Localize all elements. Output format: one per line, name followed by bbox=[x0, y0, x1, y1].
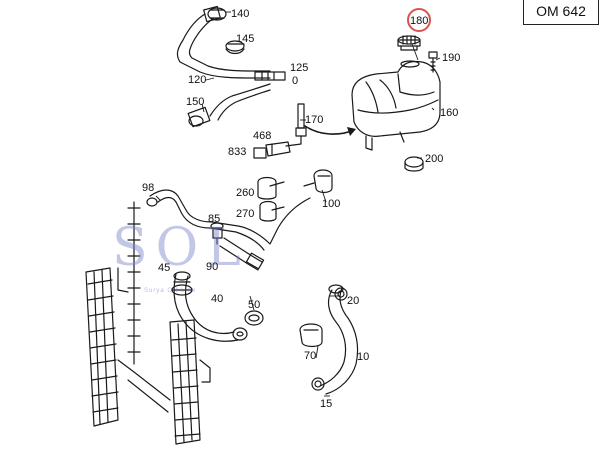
callout-100: 100 bbox=[322, 198, 341, 210]
callout-170: 170 bbox=[305, 114, 324, 126]
sensor-170 bbox=[285, 103, 307, 147]
ring-15 bbox=[311, 377, 325, 391]
hose-150 bbox=[187, 83, 271, 128]
connector-125 bbox=[254, 71, 286, 81]
clamp-270 bbox=[259, 200, 285, 222]
callout-20: 20 bbox=[347, 295, 360, 307]
callout-145: 145 bbox=[236, 33, 255, 45]
expansion-tank-160 bbox=[351, 60, 441, 151]
leader-lines bbox=[155, 11, 441, 397]
watermark-tagline: Surya Off Line bbox=[144, 288, 197, 294]
ring-20 bbox=[334, 287, 348, 301]
callout-190: 190 bbox=[442, 52, 461, 64]
clamp-45 bbox=[171, 284, 193, 296]
callout-150: 150 bbox=[186, 96, 205, 108]
clamp-260 bbox=[257, 176, 285, 200]
callout-85: 85 bbox=[208, 213, 221, 225]
callout-260: 260 bbox=[236, 187, 255, 199]
callout-180: 180 bbox=[410, 15, 429, 27]
radiator bbox=[85, 201, 211, 445]
callout-833: 833 bbox=[228, 146, 247, 158]
callout-10: 10 bbox=[357, 351, 370, 363]
cap-180 bbox=[397, 35, 421, 51]
watermark-logo: SOL Surya Off Line bbox=[112, 218, 244, 298]
fitting-85 bbox=[210, 222, 224, 245]
callout-270: 270 bbox=[236, 208, 255, 220]
bolt-190 bbox=[428, 51, 438, 73]
highlight-ring-180 bbox=[407, 8, 431, 32]
ring-50 bbox=[244, 310, 264, 326]
tube-98 bbox=[146, 189, 311, 251]
callout-98: 98 bbox=[142, 182, 155, 194]
callout-50: 50 bbox=[248, 299, 261, 311]
engine-code-box: OM 642 bbox=[523, 0, 599, 25]
clamp-100 bbox=[303, 169, 333, 194]
callout-40: 40 bbox=[211, 293, 224, 305]
clamp-40-end bbox=[232, 327, 248, 341]
hose-90 bbox=[219, 237, 265, 271]
upper-hose-120 bbox=[176, 5, 271, 79]
callout-140: 140 bbox=[231, 8, 250, 20]
plug-833 bbox=[253, 147, 267, 159]
callout-120: 120 bbox=[188, 74, 207, 86]
callout-125: 125 bbox=[290, 62, 309, 74]
callout-160: 160 bbox=[440, 107, 459, 119]
connector-468 bbox=[265, 141, 291, 157]
callout-70: 70 bbox=[304, 350, 317, 362]
clamp-140 bbox=[207, 7, 227, 21]
hose-10 bbox=[319, 284, 359, 395]
callout-468: 468 bbox=[253, 130, 272, 142]
callout-90: 90 bbox=[206, 261, 219, 273]
callout-15: 15 bbox=[320, 398, 333, 410]
callout-0: 0 bbox=[292, 75, 299, 87]
callout-45: 45 bbox=[158, 262, 171, 274]
watermark-letters: SOL bbox=[112, 218, 249, 278]
clamp-70 bbox=[299, 323, 323, 348]
grommet-200 bbox=[404, 156, 424, 172]
callout-200: 200 bbox=[425, 153, 444, 165]
